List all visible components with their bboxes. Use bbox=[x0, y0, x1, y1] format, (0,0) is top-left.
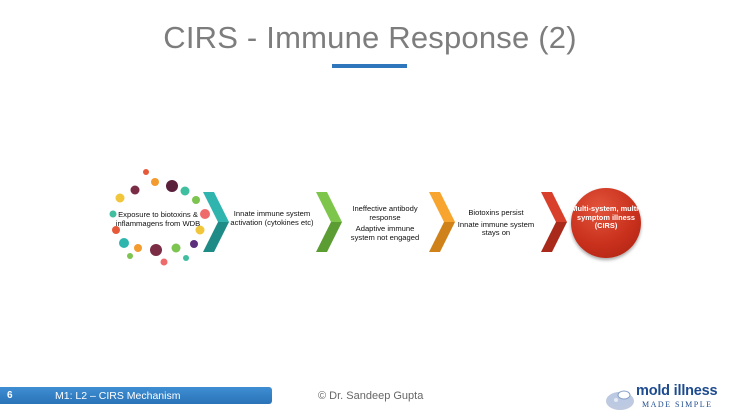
step-1-line-1: Exposure to biotoxins & inflammagens fro… bbox=[115, 210, 201, 228]
brand-logo: mold illness MADE SIMPLE bbox=[604, 383, 740, 415]
cirs-outcome-circle bbox=[571, 188, 641, 258]
step-4-line-2: Innate immune system stays on bbox=[457, 219, 535, 238]
step-3-text: Ineffective antibody response Adaptive i… bbox=[345, 204, 425, 242]
slide-title: CIRS - Immune Response (2) bbox=[163, 20, 577, 55]
chevron-arrow-2 bbox=[316, 192, 342, 252]
logo-main-text: mold illness bbox=[636, 383, 718, 399]
footer-label: M1: L2 – CIRS Mechanism bbox=[55, 390, 181, 402]
step-2-text: Innate immune system activation (cytokin… bbox=[230, 209, 314, 227]
chevron-arrow-4 bbox=[541, 192, 567, 252]
step-3-line-2: Adaptive immune system not engaged bbox=[350, 224, 420, 242]
petri-dish-icon bbox=[606, 390, 634, 410]
chevron-arrow-1 bbox=[203, 192, 229, 252]
step-4-line-1: Biotoxins persist bbox=[468, 208, 524, 217]
title-underline bbox=[332, 64, 407, 68]
step-4-text: Biotoxins persist Innate immune system s… bbox=[456, 208, 536, 238]
logo-sub-text: MADE SIMPLE bbox=[642, 400, 713, 409]
chevron-arrow-3 bbox=[429, 192, 455, 252]
footer-bar bbox=[0, 387, 272, 404]
step-5-text: Multi-system, multi-symptom illness (CIR… bbox=[571, 204, 641, 231]
step-2-line-1: Innate immune system activation (cytokin… bbox=[230, 209, 314, 227]
step-1-text: Exposure to biotoxins & inflammagens fro… bbox=[108, 210, 208, 228]
copyright-text: © Dr. Sandeep Gupta bbox=[318, 390, 424, 402]
slide-number: 6 bbox=[7, 390, 13, 401]
step-3-line-1: Ineffective antibody response bbox=[352, 204, 418, 222]
